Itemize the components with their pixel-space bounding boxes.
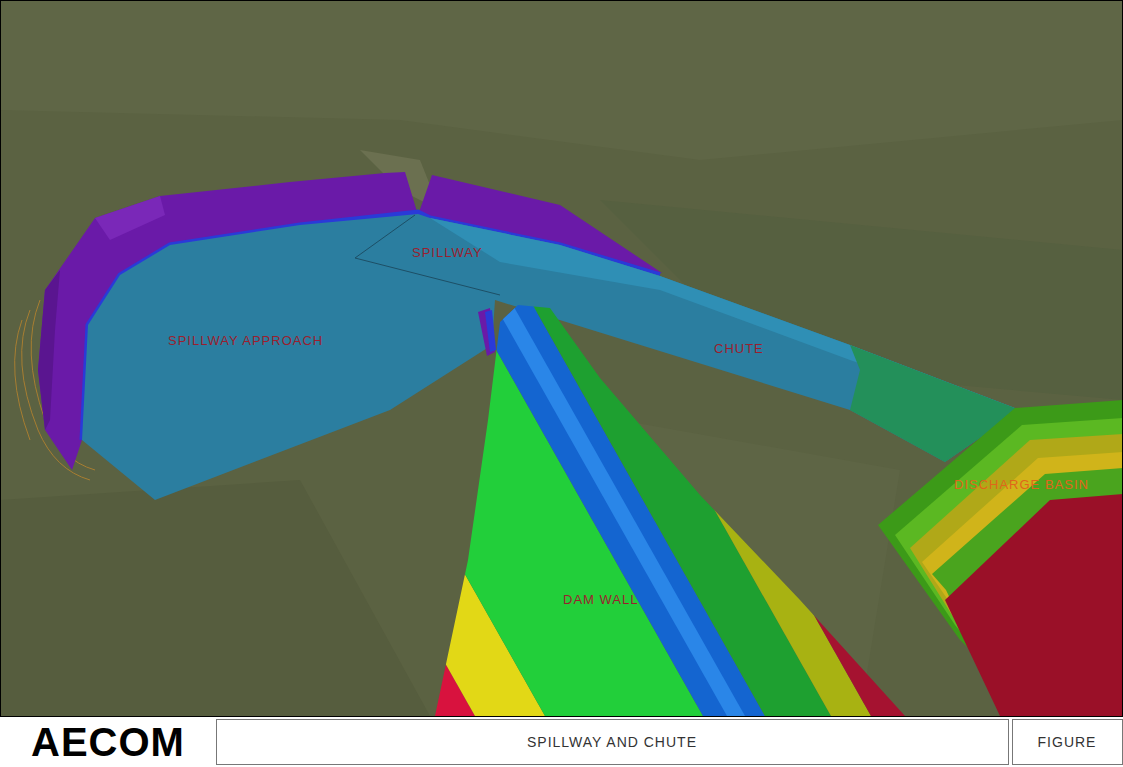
region-label: SPILLWAY — [412, 245, 483, 260]
company-logo: AECOM — [31, 720, 185, 765]
drawing-title: SPILLWAY AND CHUTE — [527, 734, 697, 750]
region-label: SPILLWAY APPROACH — [168, 333, 323, 348]
region-label: CHUTE — [714, 341, 764, 356]
spillway-model-render — [0, 0, 1123, 716]
region-label: DAM WALL — [563, 592, 638, 607]
figure-label: FIGURE — [1038, 734, 1097, 750]
region-label: DISCHARGE BASIN — [954, 477, 1089, 492]
